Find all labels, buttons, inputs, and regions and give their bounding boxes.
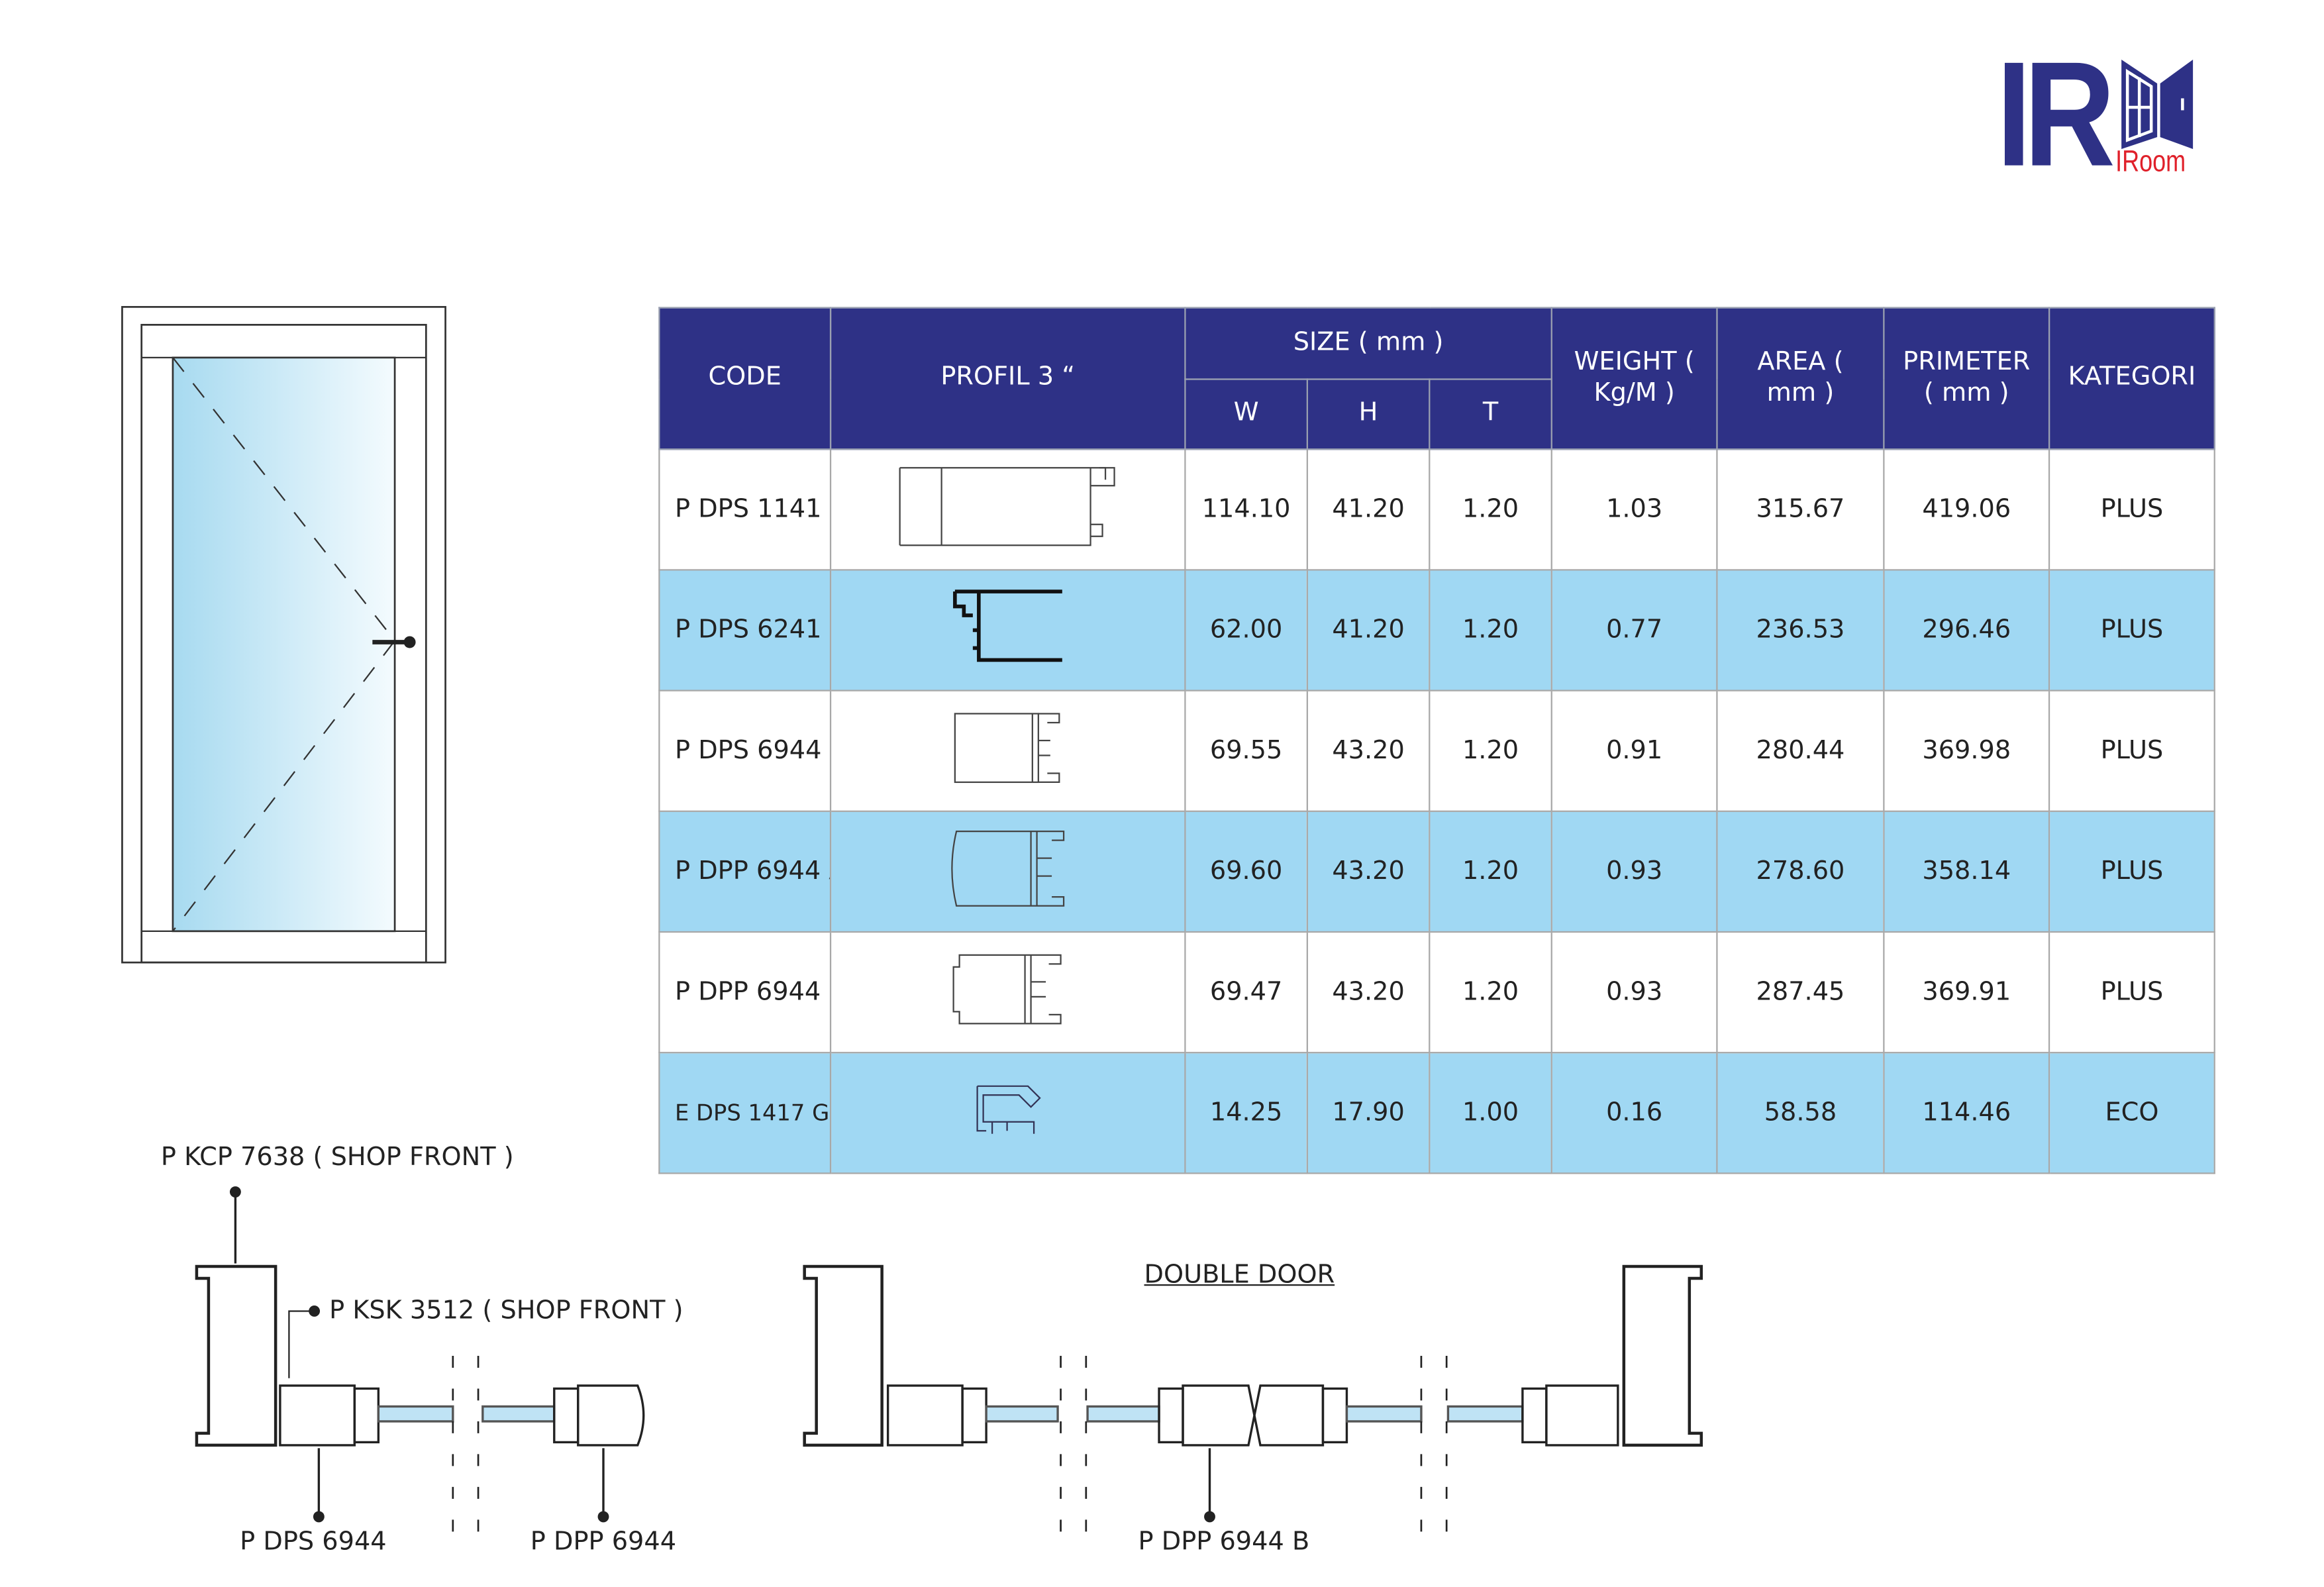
logo-mark: IR (1996, 31, 2115, 199)
profile-section-icon (952, 589, 1062, 662)
cell-weight: 0.93 (1550, 931, 1718, 1054)
cell-w: 69.47 (1184, 931, 1308, 1054)
cell-code: P DPP 6944 A (658, 810, 832, 933)
cell-primeter: 419.06 (1883, 448, 2050, 571)
label-dps: P DPS 6944 (240, 1527, 387, 1557)
cell-t: 1.20 (1429, 810, 1552, 933)
cell-primeter: 296.46 (1883, 569, 2050, 691)
cell-w: 69.55 (1184, 690, 1308, 812)
door-elevation-drawing (121, 306, 446, 964)
cell-code: E DPS 1417 GB (658, 1052, 832, 1174)
profile-section-icon (952, 953, 1061, 1024)
cell-t: 1.20 (1429, 690, 1552, 812)
section-diagram (195, 1186, 1703, 1535)
header-kategori: KATEGORI (2048, 307, 2215, 450)
header-t: T (1429, 378, 1552, 450)
cell-profile-image (829, 1052, 1186, 1174)
cell-profile-image (829, 448, 1186, 571)
cell-code: P DPS 6944 (658, 690, 832, 812)
header-profil: PROFIL 3 “ (829, 307, 1186, 450)
cell-w: 69.60 (1184, 810, 1308, 933)
cell-h: 43.20 (1306, 690, 1431, 812)
cell-kategori: PLUS (2048, 448, 2215, 571)
profile-section-icon (950, 829, 1064, 906)
cell-kategori: PLUS (2048, 810, 2215, 933)
header-size: SIZE ( mm ) (1184, 307, 1552, 380)
cell-h: 41.20 (1306, 448, 1431, 571)
cell-h: 43.20 (1306, 810, 1431, 933)
header-area: AREA ( mm ) (1716, 307, 1885, 450)
cell-area: 236.53 (1716, 569, 1885, 691)
header-w: W (1184, 378, 1308, 450)
cell-kategori: ECO (2048, 1052, 2215, 1174)
cell-primeter: 114.46 (1883, 1052, 2050, 1174)
cell-kategori: PLUS (2048, 690, 2215, 812)
cell-w: 62.00 (1184, 569, 1308, 691)
logo-name: IRoom (2115, 146, 2186, 179)
double-door-title: DOUBLE DOOR (1144, 1260, 1335, 1290)
cell-w: 14.25 (1184, 1052, 1308, 1174)
label-ksk: P KSK 3512 ( SHOP FRONT ) (329, 1296, 683, 1326)
cell-weight: 1.03 (1550, 448, 1718, 571)
cell-t: 1.00 (1429, 1052, 1552, 1174)
cell-code: P DPS 1141 (658, 448, 832, 571)
cell-area: 315.67 (1716, 448, 1885, 571)
header-code: CODE (658, 307, 832, 450)
cell-h: 17.90 (1306, 1052, 1431, 1174)
cell-h: 43.20 (1306, 931, 1431, 1054)
cell-t: 1.20 (1429, 569, 1552, 691)
header-primeter: PRIMETER ( mm ) (1883, 307, 2050, 450)
label-dpp: P DPP 6944 (530, 1527, 677, 1557)
header-weight: WEIGHT ( Kg/M ) (1550, 307, 1718, 450)
door-window-icon (2121, 59, 2194, 149)
profile-section-icon (898, 466, 1115, 546)
cell-area: 58.58 (1716, 1052, 1885, 1174)
profile-section-icon (953, 712, 1060, 782)
label-kcp: P KCP 7638 ( SHOP FRONT ) (160, 1143, 514, 1173)
cell-area: 280.44 (1716, 690, 1885, 812)
cell-weight: 0.77 (1550, 569, 1718, 691)
label-dppb: P DPP 6944 B (1138, 1527, 1310, 1557)
cell-primeter: 369.98 (1883, 690, 2050, 812)
cell-code: P DPS 6241 (658, 569, 832, 691)
cell-h: 41.20 (1306, 569, 1431, 691)
cell-primeter: 369.91 (1883, 931, 2050, 1054)
cell-profile-image (829, 569, 1186, 691)
cell-kategori: PLUS (2048, 931, 2215, 1054)
cell-code: P DPP 6944 B (658, 931, 832, 1054)
cell-primeter: 358.14 (1883, 810, 2050, 933)
cell-kategori: PLUS (2048, 569, 2215, 691)
profile-spec-table: CODE PROFIL 3 “ SIZE ( mm ) WEIGHT ( Kg/… (658, 307, 2215, 1174)
header-h: H (1306, 378, 1431, 450)
cell-t: 1.20 (1429, 931, 1552, 1054)
cell-profile-image (829, 690, 1186, 812)
cell-area: 287.45 (1716, 931, 1885, 1054)
profile-section-icon (976, 1084, 1040, 1133)
cell-weight: 0.16 (1550, 1052, 1718, 1174)
cell-t: 1.20 (1429, 448, 1552, 571)
cell-weight: 0.91 (1550, 690, 1718, 812)
cell-profile-image (829, 931, 1186, 1054)
logo: IR IRoom (1996, 31, 2205, 198)
cell-w: 114.10 (1184, 448, 1308, 571)
cell-area: 278.60 (1716, 810, 1885, 933)
cell-profile-image (829, 810, 1186, 933)
cell-weight: 0.93 (1550, 810, 1718, 933)
